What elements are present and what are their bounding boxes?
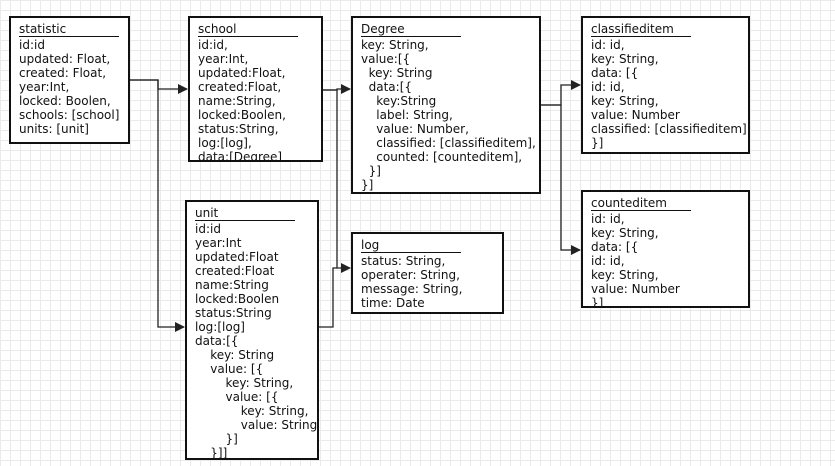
entity-field: value: String bbox=[195, 418, 318, 432]
entity-field: units: [unit] bbox=[19, 122, 89, 136]
entity-field: created: Float, bbox=[19, 66, 107, 80]
entity-field: name:String, bbox=[198, 94, 276, 108]
connector-school-log bbox=[323, 89, 351, 273]
entity-field: value: Number bbox=[591, 108, 680, 122]
entity-field: }]] bbox=[195, 446, 228, 460]
connector-statistic-unit bbox=[130, 79, 185, 332]
entity-title: school bbox=[198, 23, 298, 37]
entity-field: classified: [classifieditem] bbox=[591, 122, 747, 136]
entity-field: operater: String, bbox=[361, 268, 460, 282]
entity-field: classified: [classifieditem], bbox=[361, 136, 536, 150]
entity-field: key: String, bbox=[591, 94, 659, 108]
entity-field: }] bbox=[195, 432, 238, 446]
entity-field: data: [{ bbox=[591, 240, 639, 254]
entity-field: name:String bbox=[195, 278, 269, 292]
entity-field: key: String, bbox=[195, 376, 294, 390]
entity-field: }] bbox=[591, 136, 604, 150]
entity-field: key: String, bbox=[591, 268, 659, 282]
entity-field: label: String, bbox=[361, 108, 453, 122]
entity-field: key: String, bbox=[195, 404, 309, 418]
entity-field: key: String, bbox=[361, 38, 429, 52]
entity-field: key: String bbox=[195, 348, 275, 362]
entity-field: id: id, bbox=[591, 38, 625, 52]
entity-field: }] bbox=[591, 296, 604, 308]
connector-degree-counteditem bbox=[541, 104, 581, 255]
entity-field: data:[{ bbox=[195, 334, 239, 348]
entity-field: year:Int bbox=[195, 236, 242, 250]
entity-field: id:id bbox=[19, 38, 45, 52]
entity-title: classifieditem bbox=[591, 23, 691, 37]
entity-title: counteditem bbox=[591, 197, 691, 211]
entity-field: data:[Degree] bbox=[198, 150, 283, 162]
entity-field: value:[{ bbox=[361, 52, 411, 66]
entity-field: schools: [school] bbox=[19, 108, 120, 122]
entity-field: }] bbox=[361, 164, 381, 178]
entity-field: id: id, bbox=[591, 212, 625, 226]
entity-field: year:Int, bbox=[198, 52, 249, 66]
entity-field: time: Date bbox=[361, 296, 425, 310]
entity-field: created:Float, bbox=[198, 80, 282, 94]
entity-field: id:id bbox=[195, 222, 221, 236]
connector-degree-classifieditem bbox=[541, 80, 581, 106]
entity-field: value: Number bbox=[591, 282, 680, 296]
entity-field: id: id, bbox=[591, 80, 625, 94]
entity-field: value: Number, bbox=[361, 122, 469, 136]
entity-field: value: [{ bbox=[195, 362, 264, 376]
entity-field: data:[{ bbox=[361, 80, 413, 94]
entity-field: key: String, bbox=[591, 226, 659, 240]
entity-field: locked:Boolen bbox=[195, 292, 280, 306]
entity-field: updated:Float bbox=[195, 250, 279, 264]
entity-field: created:Float bbox=[195, 264, 275, 278]
entity-field: key:String bbox=[361, 94, 437, 108]
entity-field: key: String, bbox=[591, 52, 659, 66]
entity-field: message: String, bbox=[361, 282, 463, 296]
entity-title: statistic bbox=[19, 23, 119, 37]
entity-field: log:[log] bbox=[195, 320, 245, 334]
entity-field: }] bbox=[361, 178, 374, 192]
entity-field: updated:Float, bbox=[198, 66, 286, 80]
entity-title: log bbox=[361, 239, 461, 253]
entity-field: data: [{ bbox=[591, 66, 639, 80]
entity-title: unit bbox=[195, 207, 295, 221]
entity-field: status:String, bbox=[198, 122, 279, 136]
connector-unit-log bbox=[319, 267, 337, 328]
entity-field: counted: [counteditem], bbox=[361, 150, 523, 164]
entity-field: status:String bbox=[195, 306, 272, 320]
entity-field: status: String, bbox=[361, 254, 446, 268]
entity-field: key: String bbox=[361, 66, 433, 80]
entity-field: locked: Boolen, bbox=[19, 94, 111, 108]
entity-field: locked:Boolen, bbox=[198, 108, 286, 122]
entity-field: year:Int, bbox=[19, 80, 70, 94]
entity-field: id: id, bbox=[591, 254, 625, 268]
entity-field: log:[log], bbox=[198, 136, 252, 150]
entity-field: value: [{ bbox=[195, 390, 279, 404]
entity-title: Degree bbox=[361, 23, 461, 37]
entity-field: updated: Float, bbox=[19, 52, 111, 66]
entity-field: id:id, bbox=[198, 38, 228, 52]
